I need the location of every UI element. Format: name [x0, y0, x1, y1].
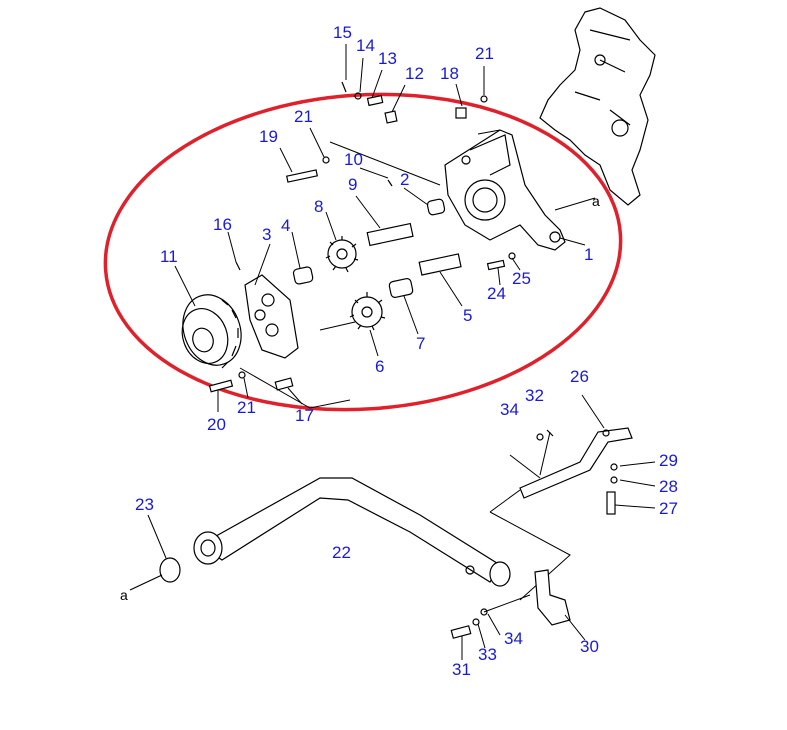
- engine-block: [539, 7, 656, 206]
- callout-22: 22: [332, 543, 351, 562]
- impeller-8: [325, 236, 359, 273]
- callout-26: 26: [570, 367, 589, 386]
- view-mark-a: a: [120, 587, 128, 603]
- callout-33: 33: [478, 645, 497, 664]
- callout-16: 16: [213, 215, 232, 234]
- callout-5: 5: [463, 306, 472, 325]
- callout-34: 34: [500, 400, 519, 419]
- impeller-6: [349, 292, 386, 331]
- callout-25: 25: [512, 269, 531, 288]
- callout-29: 29: [659, 451, 678, 470]
- callout-19: 19: [259, 127, 278, 146]
- view-mark-a: a: [592, 193, 600, 209]
- callout-1: 1: [584, 245, 593, 264]
- callout-28: 28: [659, 477, 678, 496]
- callout-3: 3: [262, 225, 271, 244]
- callout-9: 9: [348, 175, 357, 194]
- callout-13: 13: [378, 49, 397, 68]
- highlight-ellipse: [103, 92, 623, 412]
- clamp: [450, 569, 586, 660]
- callout-24: 24: [487, 284, 506, 303]
- callout-17: 17: [295, 406, 314, 425]
- callout-11: 11: [160, 247, 178, 266]
- callout-34: 34: [504, 629, 523, 648]
- bushing-7: [388, 278, 414, 298]
- callout-32: 32: [525, 386, 544, 405]
- callout-10: 10: [344, 150, 363, 169]
- callout-18: 18: [440, 64, 459, 83]
- fasteners-top: [208, 81, 516, 393]
- callout-30: 30: [580, 637, 599, 656]
- callout-15: 15: [333, 23, 352, 42]
- leader-lines: [174, 44, 596, 412]
- callout-6: 6: [375, 357, 384, 376]
- cap: [129, 514, 181, 591]
- bushing-4: [292, 266, 314, 285]
- cover-plate: [244, 274, 299, 359]
- callout-7: 7: [416, 334, 425, 353]
- pump-housing: [444, 129, 566, 251]
- suction-tube: [193, 477, 511, 587]
- callout-21: 21: [237, 398, 256, 417]
- callout-20: 20: [207, 415, 226, 434]
- callout-31: 31: [452, 660, 471, 679]
- callout-4: 4: [281, 216, 290, 235]
- callout-12: 12: [405, 64, 424, 83]
- callout-21: 21: [475, 44, 494, 63]
- callout-21: 21: [294, 107, 313, 126]
- shaft-5: [418, 253, 462, 276]
- bushing-2: [426, 198, 446, 216]
- callout-23: 23: [135, 495, 154, 514]
- callout-14: 14: [356, 36, 375, 55]
- shaft-9: [366, 222, 414, 247]
- callout-8: 8: [314, 197, 323, 216]
- callout-2: 2: [400, 170, 409, 189]
- drive-gear: [181, 294, 242, 369]
- callout-27: 27: [659, 499, 678, 518]
- bracket: [489, 394, 656, 601]
